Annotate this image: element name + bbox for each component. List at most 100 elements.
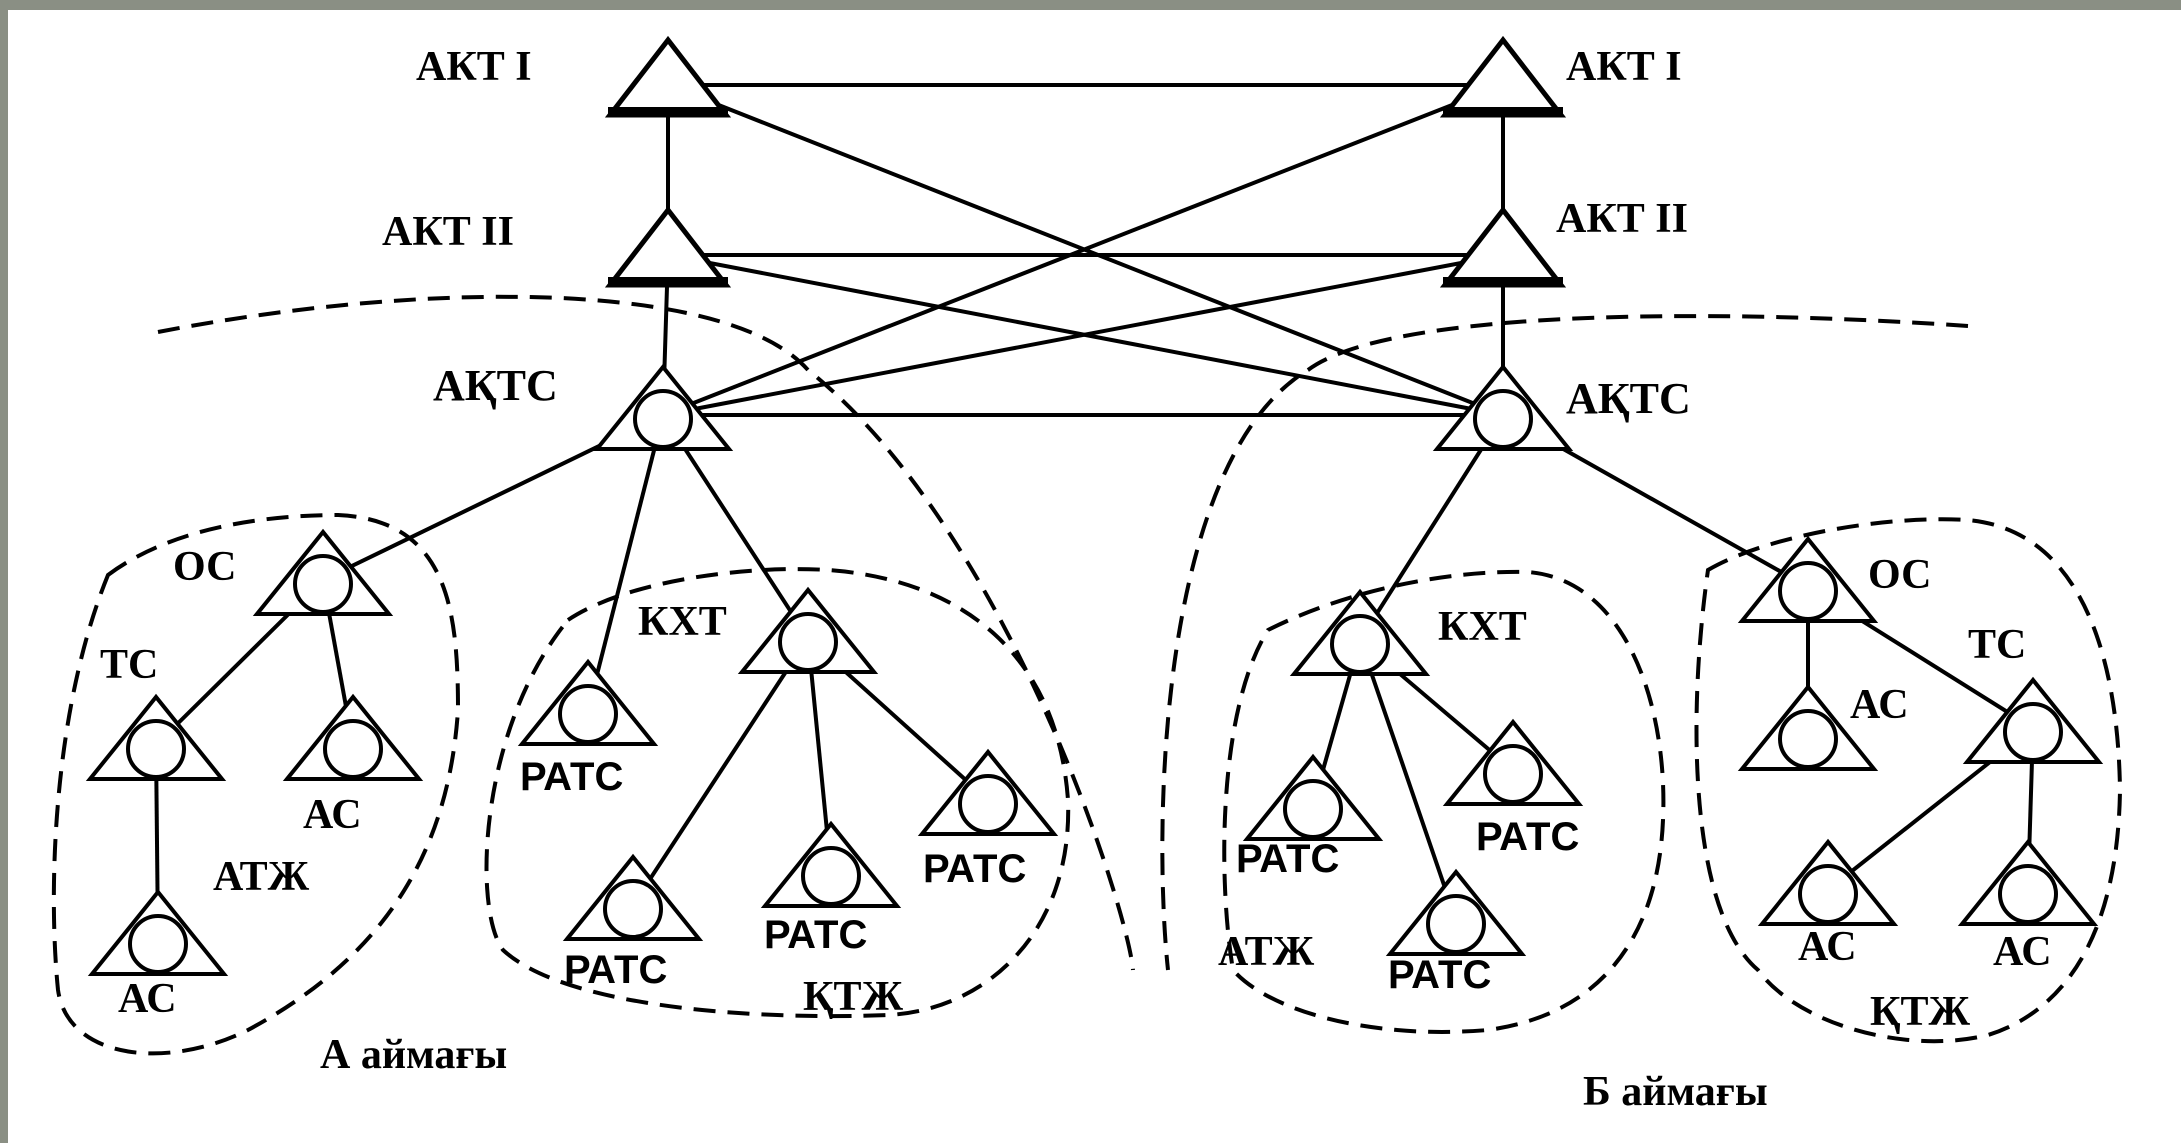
node-ratc_l4 bbox=[917, 748, 1059, 836]
circle-icon bbox=[1483, 744, 1543, 804]
label-ktzh-right: ҚТЖ bbox=[1870, 989, 1970, 1035]
triangle-base-bar bbox=[1443, 277, 1563, 287]
edge-aktc_l-kht_l bbox=[661, 413, 810, 640]
triangle-base-bar bbox=[608, 277, 728, 287]
node-ratc_r3 bbox=[1442, 718, 1584, 806]
node-akt2_l bbox=[604, 205, 732, 288]
triangle-icon bbox=[1439, 35, 1567, 118]
labels: АКТ I АКТ I АКТ II АКТ II АҚТС АҚТС ОС О… bbox=[100, 44, 2052, 1115]
label-kht-left: КХТ bbox=[638, 599, 727, 645]
region-atzh-left bbox=[51, 512, 461, 1056]
node-akt1_r bbox=[1439, 35, 1567, 118]
label-ac-left-2: АС bbox=[118, 976, 177, 1022]
circle-icon bbox=[778, 612, 838, 672]
label-aktc-right: АҚТС bbox=[1566, 374, 1691, 423]
circle-icon bbox=[558, 684, 618, 744]
node-os_l bbox=[252, 528, 394, 616]
circle-icon bbox=[1778, 709, 1838, 769]
circle-icon bbox=[1283, 779, 1343, 839]
label-ratc-right-2: РАТС bbox=[1388, 953, 1491, 997]
node-ratc_l3 bbox=[760, 820, 902, 908]
edge-kht_r-ratc_r2 bbox=[1358, 639, 1458, 921]
node-ac_r2 bbox=[1757, 838, 1899, 926]
edge-aktc_r-kht_r bbox=[1358, 413, 1505, 642]
node-ac_l1 bbox=[282, 693, 424, 781]
label-ac-right-3: АС bbox=[1993, 929, 2052, 975]
label-ratc-right-3: РАТС bbox=[1476, 815, 1579, 859]
label-tc-right: ТС bbox=[1968, 622, 2026, 668]
node-kht_l bbox=[737, 586, 879, 674]
circle-icon bbox=[128, 914, 188, 974]
region-ktzh-left bbox=[484, 567, 1071, 1019]
circle-icon bbox=[1798, 864, 1858, 924]
node-aktc_r bbox=[1432, 363, 1574, 451]
label-aktc-left: АҚТС bbox=[433, 361, 558, 410]
node-ac_r1 bbox=[1737, 683, 1879, 771]
region-ktzh-right bbox=[1694, 517, 2123, 1044]
node-ratc_l2 bbox=[562, 853, 704, 941]
label-ktzh-left: ҚТЖ bbox=[803, 974, 903, 1020]
label-ac-left-1: АС bbox=[303, 792, 362, 838]
circle-icon bbox=[1998, 864, 2058, 924]
label-akt2-left: АКТ II bbox=[382, 209, 514, 255]
slide-canvas: АКТ I АКТ I АКТ II АКТ II АҚТС АҚТС ОС О… bbox=[8, 10, 2181, 1143]
label-atzh-right: АТЖ bbox=[1218, 929, 1315, 975]
node-tc_r bbox=[1962, 676, 2104, 764]
circle-icon bbox=[1778, 561, 1838, 621]
edge-aktc_l-ratc_l1 bbox=[586, 414, 665, 711]
label-ratc-left-1: РАТС bbox=[520, 755, 623, 799]
edge-akt1_r-aktc_l bbox=[662, 83, 1504, 417]
circle-icon bbox=[1426, 894, 1486, 954]
label-ac-right-2: АС bbox=[1798, 924, 1857, 970]
label-atzh-left: АТЖ bbox=[213, 854, 310, 900]
node-akt2_r bbox=[1439, 205, 1567, 288]
label-akt2-right: АКТ II bbox=[1556, 196, 1688, 242]
zone-b-boundary bbox=[1160, 314, 1969, 971]
node-os_r bbox=[1737, 535, 1879, 623]
label-os-left: ОС bbox=[173, 544, 237, 590]
label-os-right: ОС bbox=[1868, 552, 1932, 598]
node-ac_r3 bbox=[1957, 838, 2099, 926]
triangle-icon bbox=[604, 205, 732, 288]
circle-icon bbox=[1473, 389, 1533, 449]
triangle-icon bbox=[1439, 205, 1567, 288]
node-ratc_r1 bbox=[1242, 753, 1384, 841]
node-ratc_r2 bbox=[1385, 868, 1527, 956]
label-kht-right: КХТ bbox=[1438, 604, 1527, 650]
node-ratc_l1 bbox=[517, 658, 659, 746]
label-akt1-right: АКТ I bbox=[1566, 44, 1682, 90]
circle-icon bbox=[801, 846, 861, 906]
label-ac-right-1: АС bbox=[1850, 682, 1909, 728]
label-zone-a: А аймағы bbox=[320, 1032, 507, 1078]
circle-icon bbox=[293, 554, 353, 614]
zone-boundaries bbox=[51, 294, 2123, 1056]
node-tc_l bbox=[85, 693, 227, 781]
network-diagram: АКТ I АКТ I АКТ II АКТ II АҚТС АҚТС ОС О… bbox=[51, 35, 2123, 1115]
node-aktc_l bbox=[592, 363, 734, 451]
circle-icon bbox=[126, 719, 186, 779]
triangle-base-bar bbox=[608, 107, 728, 117]
label-zone-b: Б аймағы bbox=[1583, 1069, 1768, 1115]
label-ratc-left-4: РАТС bbox=[923, 847, 1026, 891]
triangle-base-bar bbox=[1443, 107, 1563, 117]
circle-icon bbox=[2003, 702, 2063, 762]
label-ratc-right-1: РАТС bbox=[1236, 837, 1339, 881]
circle-icon bbox=[1330, 614, 1390, 674]
triangle-icon bbox=[604, 35, 732, 118]
circle-icon bbox=[633, 389, 693, 449]
region-atzh-right bbox=[1222, 569, 1666, 1034]
label-ratc-left-3: РАТС bbox=[764, 913, 867, 957]
edge-akt2_r-aktc_l bbox=[662, 253, 1504, 417]
label-ratc-left-2: РАТС bbox=[564, 948, 667, 992]
circle-icon bbox=[603, 879, 663, 939]
nodes bbox=[85, 35, 2104, 976]
circle-icon bbox=[958, 774, 1018, 834]
edge-kht_l-ratc_l2 bbox=[631, 636, 810, 907]
label-tc-left: ТС bbox=[100, 642, 158, 688]
node-kht_r bbox=[1289, 588, 1431, 676]
label-akt1-left: АКТ I bbox=[416, 44, 532, 90]
circle-icon bbox=[323, 719, 383, 779]
node-ac_l2 bbox=[87, 888, 229, 976]
node-akt1_l bbox=[604, 35, 732, 118]
